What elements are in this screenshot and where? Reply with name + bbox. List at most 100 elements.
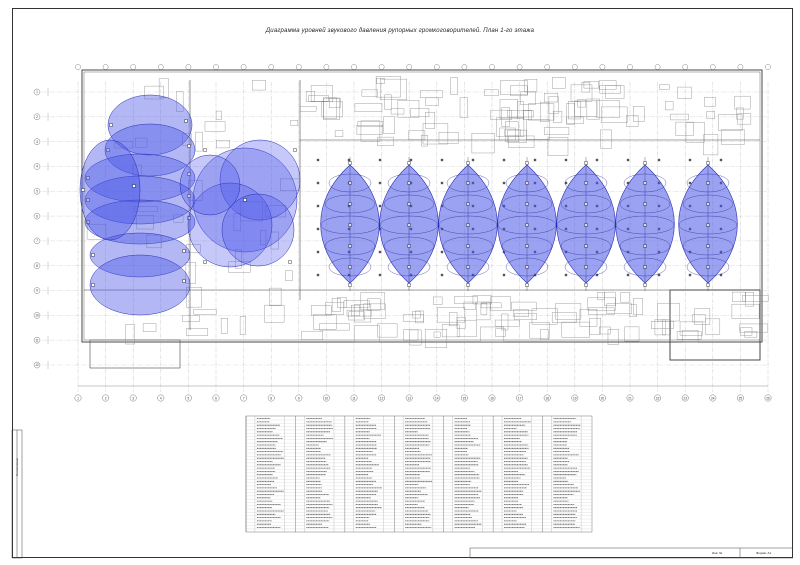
room-outline <box>135 137 148 148</box>
axis-col-label: 15 <box>463 396 467 400</box>
column <box>502 158 506 162</box>
column <box>626 273 630 277</box>
axis-col-marker <box>405 394 413 402</box>
axis-col-marker-top <box>516 64 523 70</box>
axis-col-label: 16 <box>490 396 494 400</box>
room-outline <box>456 319 477 337</box>
column <box>688 273 692 277</box>
axis-row-marker <box>33 287 41 294</box>
room-outline <box>510 85 528 96</box>
column <box>440 250 444 254</box>
room-outline <box>685 122 705 143</box>
stamp-mid: Инв. № <box>712 551 723 555</box>
sheet-frame <box>12 8 793 558</box>
room-outline <box>551 312 577 323</box>
room-outline <box>337 297 347 308</box>
axis-row-label: 7 <box>36 239 38 243</box>
speaker-icon <box>91 253 95 257</box>
axis-row-label: 6 <box>36 214 38 218</box>
axis-col-marker-top <box>240 64 247 70</box>
axis-col-label: 1 <box>77 396 79 400</box>
axis-col-label: 22 <box>656 396 660 400</box>
stamp-format: Формат А1 <box>756 551 772 555</box>
room-outline <box>651 321 675 329</box>
room-outline <box>134 206 158 212</box>
column <box>316 181 320 185</box>
speaker-icon <box>584 283 588 287</box>
building-walls <box>81 69 763 369</box>
speaker-icon <box>91 283 95 287</box>
room-outline <box>507 110 534 118</box>
room-outline <box>495 328 506 337</box>
axis-col-label: 7 <box>243 396 245 400</box>
equipment-schedule <box>245 415 593 533</box>
axis-col-label: 2 <box>105 396 107 400</box>
room-outline <box>547 137 569 156</box>
room-outline <box>480 326 505 343</box>
speaker-icon <box>187 144 191 148</box>
room-outline <box>331 298 341 312</box>
room-outline <box>144 85 164 100</box>
axis-row-marker <box>33 138 41 145</box>
outer-wall <box>81 69 763 343</box>
column <box>378 181 382 185</box>
column <box>595 273 599 277</box>
room-outline <box>501 313 509 331</box>
speaker-icon <box>86 220 90 224</box>
room-outline <box>599 85 621 94</box>
room-outline <box>325 302 344 315</box>
room-outline <box>235 249 242 269</box>
axis-col-marker-top <box>130 64 136 70</box>
axis-col-marker <box>267 394 275 402</box>
axis-col-label: 12 <box>380 396 384 400</box>
column <box>378 158 382 162</box>
column <box>347 158 351 162</box>
room-outline <box>357 120 383 127</box>
coverage-diagram <box>79 94 738 316</box>
coverage-zone <box>187 182 273 268</box>
room-outline <box>739 323 769 333</box>
room-outline <box>456 317 466 329</box>
axis-row-marker <box>33 163 41 170</box>
axis-row-label: 4 <box>36 165 38 169</box>
axis-row-label: 9 <box>36 289 38 293</box>
room-outline <box>260 230 267 246</box>
room-outline <box>494 319 520 327</box>
drawing-title: Диаграмма уровней звукового давления руп… <box>265 28 535 34</box>
room-outline <box>598 80 617 90</box>
axis-col-marker <box>599 394 606 402</box>
room-outline <box>351 304 360 317</box>
room-outline <box>522 110 532 120</box>
room-outline <box>363 303 386 319</box>
side-stamp-label: Согласовано <box>15 457 19 476</box>
room-outline <box>410 108 430 117</box>
room-outline <box>375 76 401 98</box>
column <box>657 273 661 277</box>
axis-row-label: 1 <box>36 90 38 94</box>
axis-col-marker-top <box>627 64 633 70</box>
room-outline <box>438 132 459 144</box>
axis-col-label: 3 <box>132 396 134 400</box>
axis-row-label: 3 <box>36 140 38 144</box>
room-outline <box>629 304 637 317</box>
speaker-icon <box>407 283 411 287</box>
room-outline <box>264 304 285 323</box>
room-outline <box>476 301 491 321</box>
room-outline <box>605 85 625 99</box>
room-outline <box>185 244 201 253</box>
column <box>657 158 661 162</box>
room-outline <box>471 133 495 154</box>
room-outline <box>360 292 385 310</box>
coverage-zone <box>79 139 141 241</box>
axis-row-marker <box>33 113 41 121</box>
room-outline <box>308 95 329 102</box>
axis-col-marker-top <box>185 64 192 70</box>
room-outline <box>433 331 441 338</box>
room-outline <box>448 312 458 327</box>
room-outline <box>146 234 162 249</box>
room-outline <box>422 123 449 145</box>
speaker-icon <box>106 148 110 152</box>
room-outline <box>705 318 721 335</box>
room-outline <box>354 325 380 343</box>
